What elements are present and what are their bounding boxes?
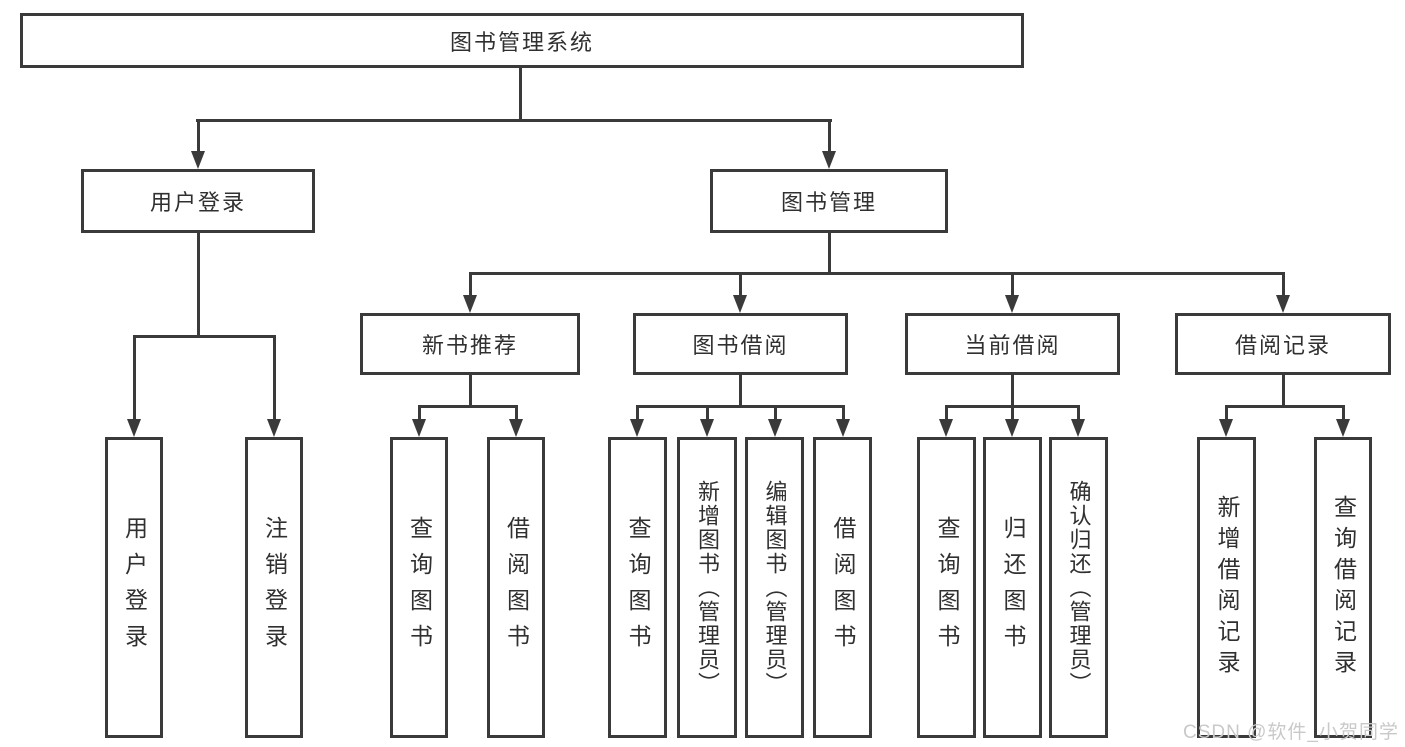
arrowhead-icon	[1071, 419, 1085, 437]
connector-stub-borrowing-records	[1282, 272, 1285, 295]
connector-user-login-stem	[197, 233, 200, 336]
connector-stub-borrow-add	[706, 405, 709, 419]
node-leaf-current-return-books-label: 归还图书	[1000, 515, 1026, 660]
node-book-management-branch-label: 图书管理	[780, 190, 877, 215]
node-leaf-recommend-query-books: 查询图书	[390, 437, 448, 738]
node-leaf-borrow-borrow-books: 借阅图书	[813, 437, 872, 738]
connector-stub-book-borrowing	[739, 272, 742, 295]
node-leaf-borrow-borrow-books-label: 借阅图书	[830, 515, 856, 660]
node-leaf-current-confirm-return: 确认归还（管理员）	[1049, 437, 1108, 738]
connector-stub-current-return	[1011, 405, 1014, 419]
connector-stub-borrow-edit	[774, 405, 777, 419]
arrowhead-icon	[1005, 419, 1019, 437]
node-leaf-records-query-record-label: 查询借阅记录	[1330, 494, 1357, 681]
connector-recommend-bar	[418, 405, 518, 408]
arrowhead-icon	[1276, 295, 1290, 313]
connector-level3-bar	[469, 272, 1284, 275]
connector-current-stem	[1011, 375, 1014, 407]
connector-stub-user-login	[197, 119, 200, 151]
arrowhead-icon	[267, 419, 281, 437]
arrowhead-icon	[700, 419, 714, 437]
node-borrowing-records: 借阅记录	[1175, 313, 1391, 375]
connector-recommend-stem	[469, 375, 472, 407]
node-leaf-logout-label: 注销登录	[261, 515, 288, 660]
connector-stub-records-add	[1225, 405, 1228, 419]
node-leaf-borrow-query-books-label: 查询图书	[625, 515, 651, 660]
connector-borrowing-bar	[636, 405, 844, 408]
node-book-borrowing: 图书借阅	[633, 313, 848, 375]
arrowhead-icon	[127, 419, 141, 437]
node-leaf-records-query-record: 查询借阅记录	[1314, 437, 1372, 738]
connector-stub-records-query	[1342, 405, 1345, 419]
node-book-borrowing-label: 图书借阅	[692, 333, 789, 358]
node-root: 图书管理系统	[20, 13, 1024, 68]
connector-stub-leaf-logout	[273, 335, 276, 419]
node-leaf-current-query-books-label: 查询图书	[934, 515, 960, 660]
connector-stub-current-confirm	[1077, 405, 1080, 419]
node-leaf-logout: 注销登录	[245, 437, 303, 738]
node-leaf-records-add-record-label: 新增借阅记录	[1214, 494, 1240, 681]
node-leaf-records-add-record: 新增借阅记录	[1197, 437, 1256, 738]
arrowhead-icon	[509, 419, 523, 437]
connector-stub-recommend-borrow	[515, 405, 518, 419]
node-borrowing-records-label: 借阅记录	[1234, 333, 1331, 358]
arrowhead-icon	[630, 419, 644, 437]
connector-root-stem	[519, 68, 522, 120]
arrowhead-icon	[463, 295, 477, 313]
arrowhead-icon	[822, 151, 836, 169]
connector-stub-current-borrowing	[1011, 272, 1014, 295]
connector-stub-book-management	[828, 119, 831, 151]
arrowhead-icon	[1219, 419, 1233, 437]
arrowhead-icon	[768, 419, 782, 437]
connector-stub-recommend-query	[418, 405, 421, 419]
connector-level2-bar	[196, 119, 832, 122]
node-leaf-borrow-add-books: 新增图书（管理员）	[677, 437, 737, 738]
node-leaf-recommend-borrow-books: 借阅图书	[487, 437, 545, 738]
arrowhead-icon	[733, 295, 747, 313]
node-book-management-branch: 图书管理	[710, 169, 948, 233]
node-leaf-current-return-books: 归还图书	[983, 437, 1042, 738]
node-leaf-user-login: 用户登录	[105, 437, 163, 738]
arrowhead-icon	[191, 151, 205, 169]
connector-stub-new-book-recommend	[469, 272, 472, 295]
arrowhead-icon	[1336, 419, 1350, 437]
node-user-login-branch: 用户登录	[81, 169, 315, 233]
node-leaf-recommend-borrow-books-label: 借阅图书	[503, 515, 530, 660]
node-current-borrowing-label: 当前借阅	[964, 333, 1061, 358]
node-new-book-recommend-label: 新书推荐	[421, 333, 518, 358]
node-root-label: 图书管理系统	[449, 29, 594, 55]
connector-stub-current-query	[945, 405, 948, 419]
node-leaf-user-login-label: 用户登录	[121, 515, 148, 660]
node-leaf-current-query-books: 查询图书	[917, 437, 976, 738]
arrowhead-icon	[939, 419, 953, 437]
arrowhead-icon	[836, 419, 850, 437]
connector-records-stem	[1282, 375, 1285, 407]
node-current-borrowing: 当前借阅	[905, 313, 1120, 375]
arrowhead-icon	[1005, 295, 1019, 313]
node-leaf-borrow-query-books: 查询图书	[608, 437, 667, 738]
connector-stub-borrow-query	[636, 405, 639, 419]
csdn-watermark: CSDN @软件_小贺同学	[1183, 722, 1399, 743]
node-leaf-recommend-query-books-label: 查询图书	[406, 515, 433, 660]
node-leaf-borrow-add-books-label: 新增图书（管理员）	[695, 479, 720, 696]
connector-stub-leaf-user-login	[133, 335, 136, 419]
arrowhead-icon	[412, 419, 426, 437]
node-user-login-branch-label: 用户登录	[149, 190, 246, 215]
connector-user-login-bar	[133, 335, 276, 338]
connector-stub-borrow-borrow	[842, 405, 845, 419]
connector-book-management-stem	[828, 233, 831, 274]
node-leaf-borrow-edit-books: 编辑图书（管理员）	[745, 437, 804, 738]
connector-borrowing-stem	[739, 375, 742, 407]
connector-records-bar	[1225, 405, 1345, 408]
node-new-book-recommend: 新书推荐	[360, 313, 580, 375]
node-leaf-borrow-edit-books-label: 编辑图书（管理员）	[762, 479, 788, 696]
node-leaf-current-confirm-return-label: 确认归还（管理员）	[1066, 479, 1092, 696]
